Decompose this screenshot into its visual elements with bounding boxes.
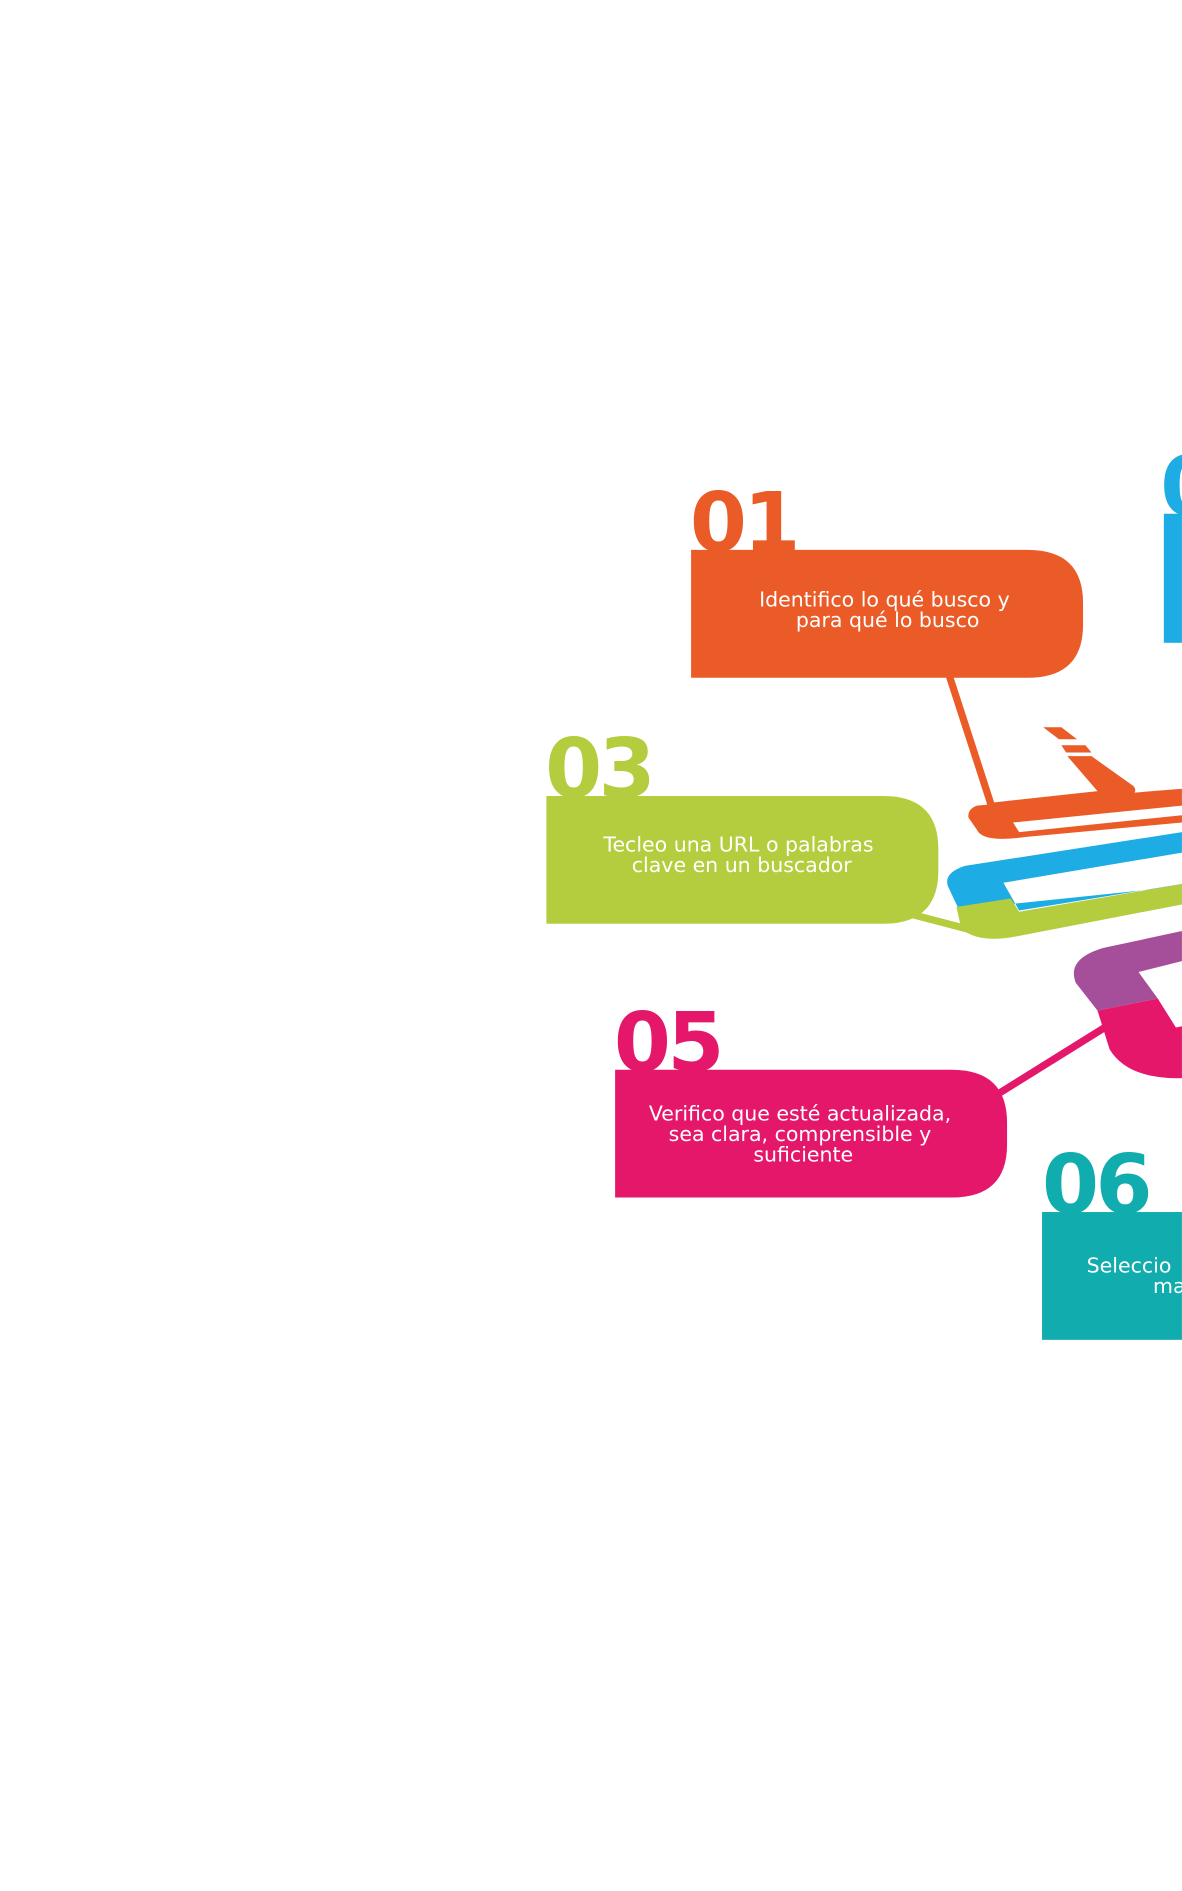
step-05-text-line: suficiente <box>753 1142 853 1166</box>
svg-text:Tecleo una URL o palabras: Tecleo una URL o palabras clave en un bu… <box>602 832 880 877</box>
step-01-text-line: Identifico lo qué busco y <box>759 588 1010 612</box>
step-02-box <box>1163 513 1182 643</box>
step-03-text-line: Tecleo una URL o palabras <box>602 832 873 856</box>
step-06-box <box>1042 1212 1182 1340</box>
step-05-box <box>615 1069 1008 1198</box>
connector-line-03 <box>909 910 972 934</box>
step-02-number: 0 <box>1160 440 1182 535</box>
laptop-illustration <box>947 727 1182 1079</box>
step-01: 01 Identifico lo qué busco y para qué lo… <box>690 476 1084 678</box>
step-06-text-line: ma <box>1153 1274 1182 1298</box>
step-01-text-line: para qué lo busco <box>796 608 979 632</box>
step-01-box <box>691 549 1084 678</box>
step-03-box <box>546 795 939 924</box>
step-05-text-line: sea clara, comprensible y <box>669 1122 932 1146</box>
connector-line-05 <box>994 1024 1107 1099</box>
step-03-text-line: clave en un buscador <box>632 853 852 877</box>
svg-text:Seleccio ma: Seleccio ma <box>1087 1253 1182 1298</box>
step-06-text-line: Seleccio <box>1087 1253 1172 1277</box>
svg-text:Verifico que esté actualizada,: Verifico que esté actualizada, sea clara… <box>649 1101 958 1166</box>
step-05: 05 Verifico que esté actualizada, sea cl… <box>614 996 1008 1198</box>
step-02: 0 <box>1160 440 1182 643</box>
step-05-text-line: Verifico que esté actualizada, <box>649 1101 951 1125</box>
step-06: 06 Seleccio ma <box>1042 1138 1182 1340</box>
svg-text:Identifico lo qué busco y: Identifico lo qué busco y para qué lo bu… <box>759 588 1016 633</box>
connector-line-01 <box>945 674 995 807</box>
step-03: 03 Tecleo una URL o palabras clave en un… <box>545 722 939 924</box>
